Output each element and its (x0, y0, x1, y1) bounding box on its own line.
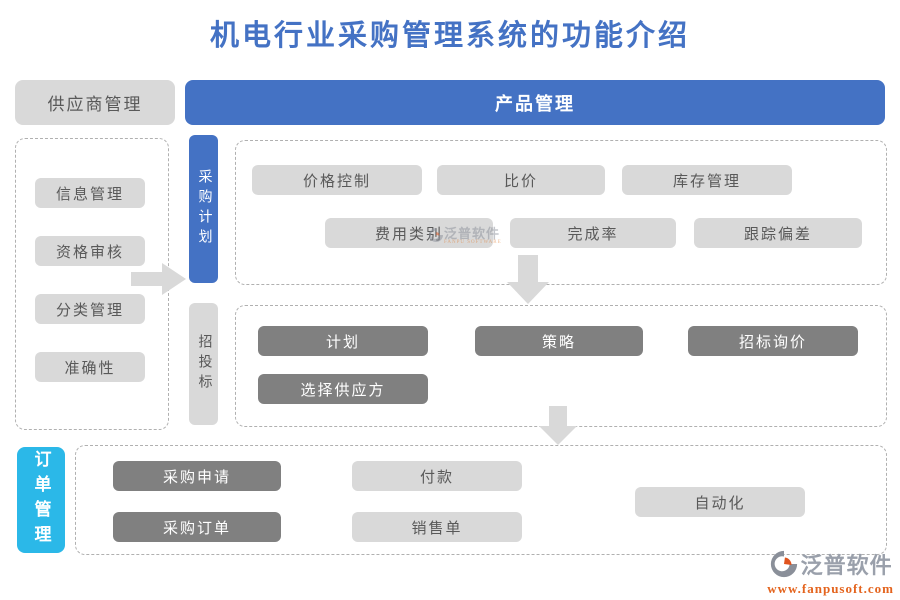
product-management-header: 产品管理 (185, 80, 885, 125)
node-automation: 自动化 (635, 487, 805, 517)
arrow-right-icon (131, 263, 186, 295)
brand-logo: 泛普软件 www.fanpusoft.com (767, 548, 894, 597)
node-strategy: 策略 (475, 326, 643, 356)
node-purchase-order: 采购订单 (113, 512, 281, 542)
page-title: 机电行业采购管理系统的功能介绍 (209, 20, 690, 52)
node-inventory-management: 库存管理 (622, 165, 792, 195)
brand-name: 泛普软件 (800, 553, 893, 578)
purchase-plan-tab: 采购计划 (189, 135, 218, 283)
supplier-management-header: 供应商管理 (15, 80, 175, 125)
node-bid-inquiry: 招标询价 (688, 326, 858, 356)
arrow-down-icon (539, 406, 577, 445)
node-classification-management: 分类管理 (35, 294, 145, 324)
node-price-control: 价格控制 (252, 165, 422, 195)
order-management-tab: 订单管理 (17, 447, 65, 553)
node-info-management: 信息管理 (35, 178, 145, 208)
node-sales-order: 销售单 (352, 512, 522, 542)
node-purchase-request: 采购申请 (113, 461, 281, 491)
brand-logo-icon (770, 550, 797, 578)
arrow-down-icon (507, 255, 549, 304)
purchase-plan-box (235, 140, 887, 285)
node-completion-rate: 完成率 (510, 218, 676, 248)
node-plan: 计划 (258, 326, 428, 356)
bidding-tab: 招投标 (189, 303, 218, 425)
node-accuracy: 准确性 (35, 352, 145, 382)
node-select-supplier: 选择供应方 (258, 374, 428, 404)
brand-website: www.fanpusoft.com (767, 581, 894, 596)
node-expense-category: 费用类别 (325, 218, 493, 248)
node-price-comparison: 比价 (437, 165, 605, 195)
node-qualification-review: 资格审核 (35, 236, 145, 266)
node-payment: 付款 (352, 461, 522, 491)
node-tracking-deviation: 跟踪偏差 (694, 218, 862, 248)
